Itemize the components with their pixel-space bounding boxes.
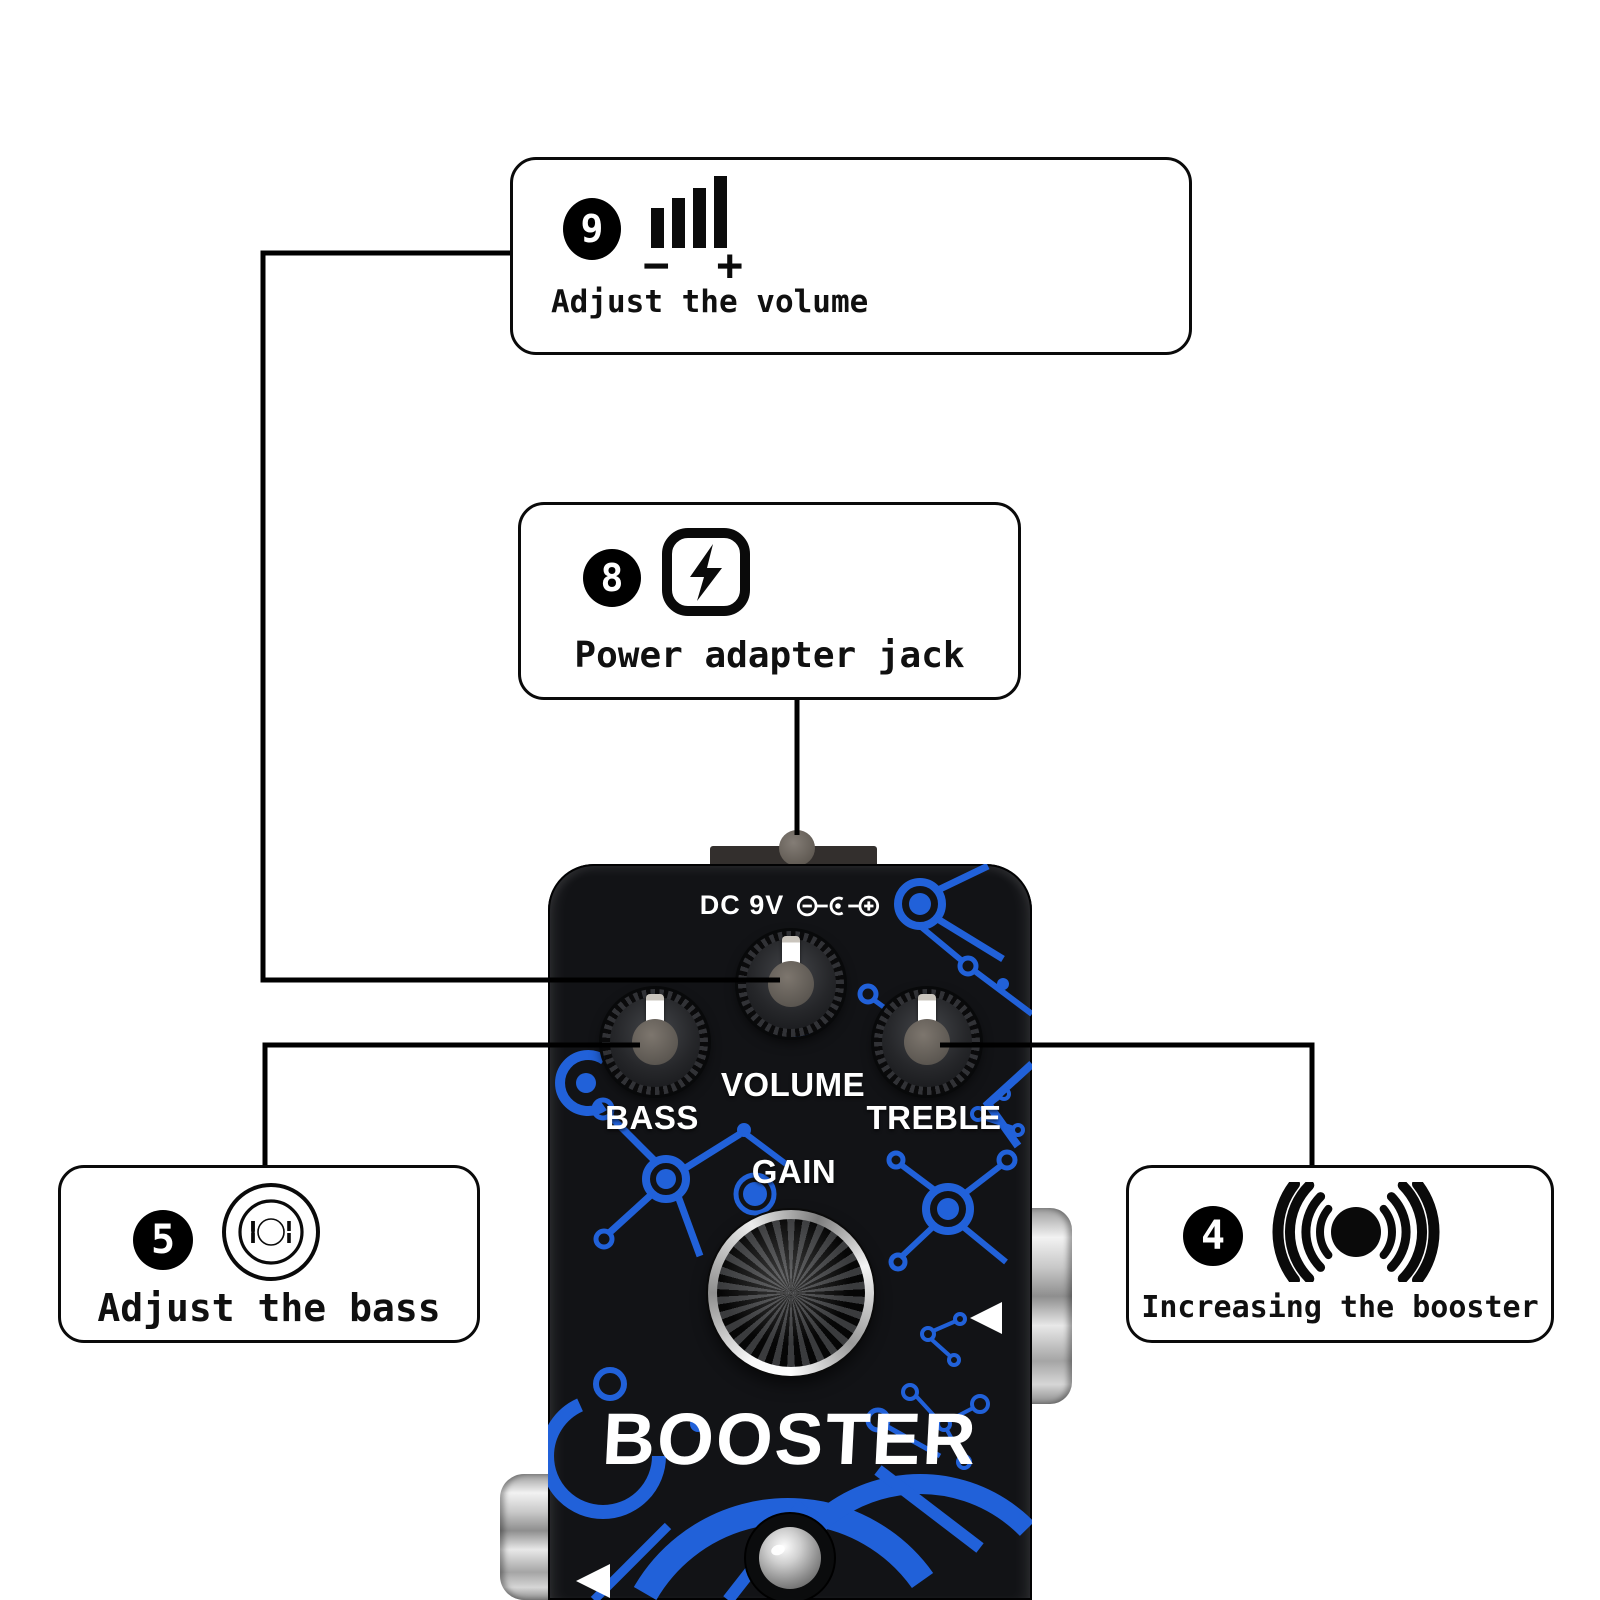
volume-label: VOLUME [720, 1066, 866, 1103]
dc-rating-label: DC 9V [699, 890, 785, 920]
callout-box-booster: 4 Increasing the booster [1126, 1165, 1554, 1343]
connector-line-bass [262, 1042, 640, 1167]
knob-top-icon [222, 1183, 320, 1281]
number-badge: 4 [1183, 1206, 1243, 1266]
led-dome [759, 1527, 821, 1589]
callout-box-bass: 5 Adjust the bass [58, 1165, 480, 1343]
output-jack [1028, 1208, 1072, 1404]
arrow-right-icon [970, 1302, 1002, 1334]
callout-label: Power adapter jack [574, 635, 965, 676]
treble-knob [874, 989, 980, 1095]
lightning-icon [662, 528, 750, 616]
bass-knob [602, 989, 708, 1095]
gain-knob-face [717, 1219, 865, 1367]
callout-box-power: 8 Power adapter jack [518, 502, 1021, 700]
dc-jack-pin [779, 830, 815, 866]
knob-indicator [918, 994, 936, 1026]
callout-label: Increasing the booster [1141, 1290, 1539, 1325]
callout-label: Adjust the volume [551, 284, 869, 320]
knob-cap [904, 1019, 950, 1065]
led-indicator [746, 1514, 834, 1600]
treble-label: TREBLE [866, 1099, 1002, 1136]
knob-indicator [782, 936, 800, 968]
number-badge: 9 [563, 198, 621, 260]
number-badge: 8 [583, 549, 641, 607]
callout-box-volume: 9 − + Adjust the volume [510, 157, 1192, 355]
input-jack [500, 1474, 548, 1600]
plus-label: + [716, 240, 744, 291]
knob-cap [768, 961, 814, 1007]
pedal-body: DC 9V [548, 864, 1032, 1600]
knob-cap [632, 1019, 678, 1065]
gain-label: GAIN [751, 1153, 837, 1190]
bass-label: BASS [605, 1099, 699, 1136]
knob-indicator [646, 994, 664, 1026]
connector-line-treble [940, 1042, 1315, 1167]
number-badge: 5 [133, 1210, 193, 1270]
connector-line-volume [260, 250, 780, 983]
minus-label: − [643, 240, 670, 291]
volume-bars-icon [651, 174, 727, 248]
gain-knob [708, 1210, 874, 1376]
signal-boost-icon [1272, 1182, 1440, 1282]
callout-label: Adjust the bass [97, 1286, 441, 1330]
polarity-icon [797, 895, 880, 916]
volume-knob [738, 931, 844, 1037]
arrow-bottom-icon [576, 1564, 610, 1598]
